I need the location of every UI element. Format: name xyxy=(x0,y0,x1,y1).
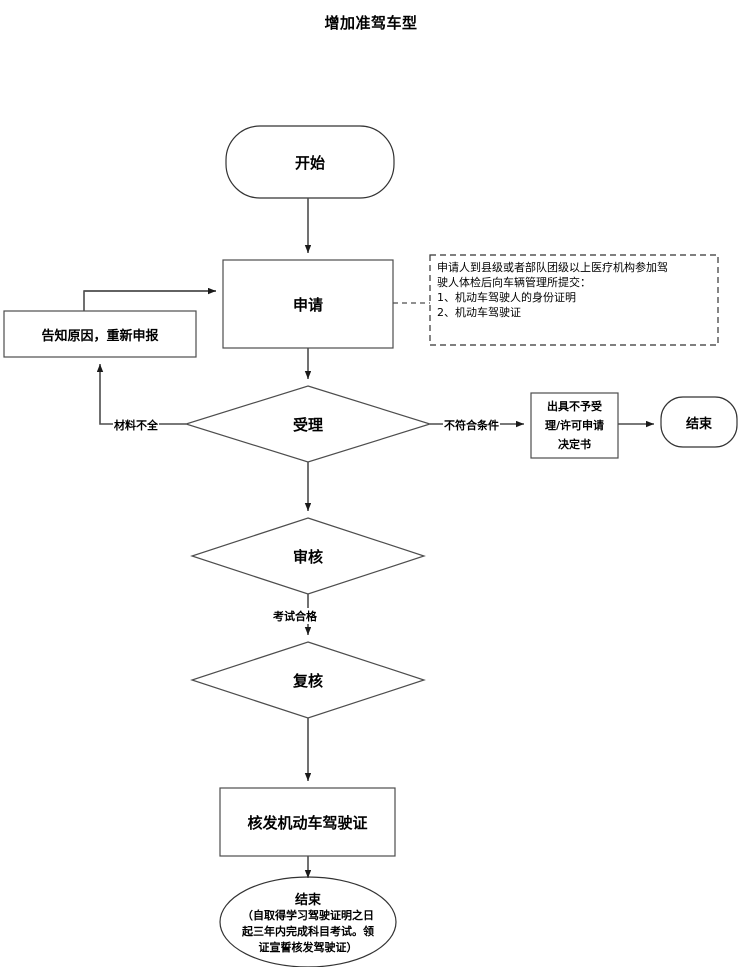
edge-label-exam-passed: 考试合格 xyxy=(272,608,318,624)
edge-label-incomplete-materials: 材料不全 xyxy=(113,417,159,433)
node-shape-end-reject xyxy=(660,396,738,448)
edge-notify-to-apply xyxy=(83,290,216,311)
node-shape-issue-license xyxy=(219,787,396,857)
node-shape-apply xyxy=(222,259,394,349)
node-shape-recheck xyxy=(190,641,426,719)
node-shape-review xyxy=(190,517,426,595)
node-shape-accept xyxy=(183,385,433,463)
node-shape-start xyxy=(225,125,395,199)
node-shape-end-final xyxy=(219,876,397,967)
node-shape-reject-doc xyxy=(530,392,619,459)
note-shape xyxy=(429,254,719,346)
node-shape-notify-reapply xyxy=(3,310,197,358)
edge-accept-to-notify xyxy=(96,364,186,425)
edge-label-not-qualified: 不符合条件 xyxy=(443,417,500,433)
